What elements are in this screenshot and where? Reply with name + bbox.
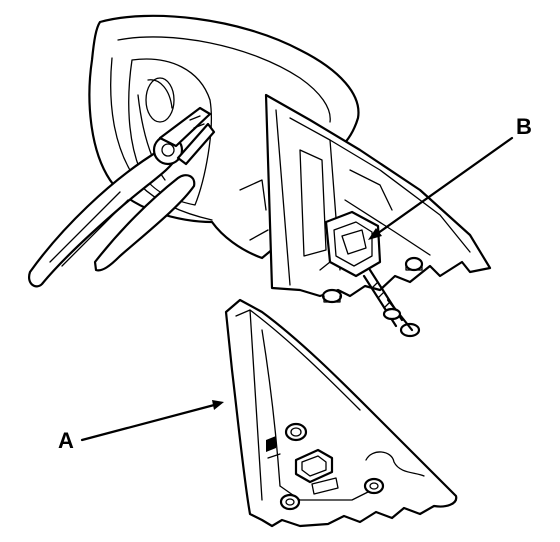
mirror-base-cover-a	[224, 298, 458, 528]
leader-line-b	[368, 136, 514, 240]
bolt-left	[321, 288, 343, 304]
leader-line-a	[80, 400, 224, 442]
connector-b	[319, 210, 382, 278]
bolt-right	[404, 256, 424, 272]
callout-b-label: B	[516, 114, 532, 139]
callout-a-label: A	[58, 428, 74, 453]
pliers-tool	[28, 106, 216, 288]
screw-lower	[382, 298, 414, 332]
